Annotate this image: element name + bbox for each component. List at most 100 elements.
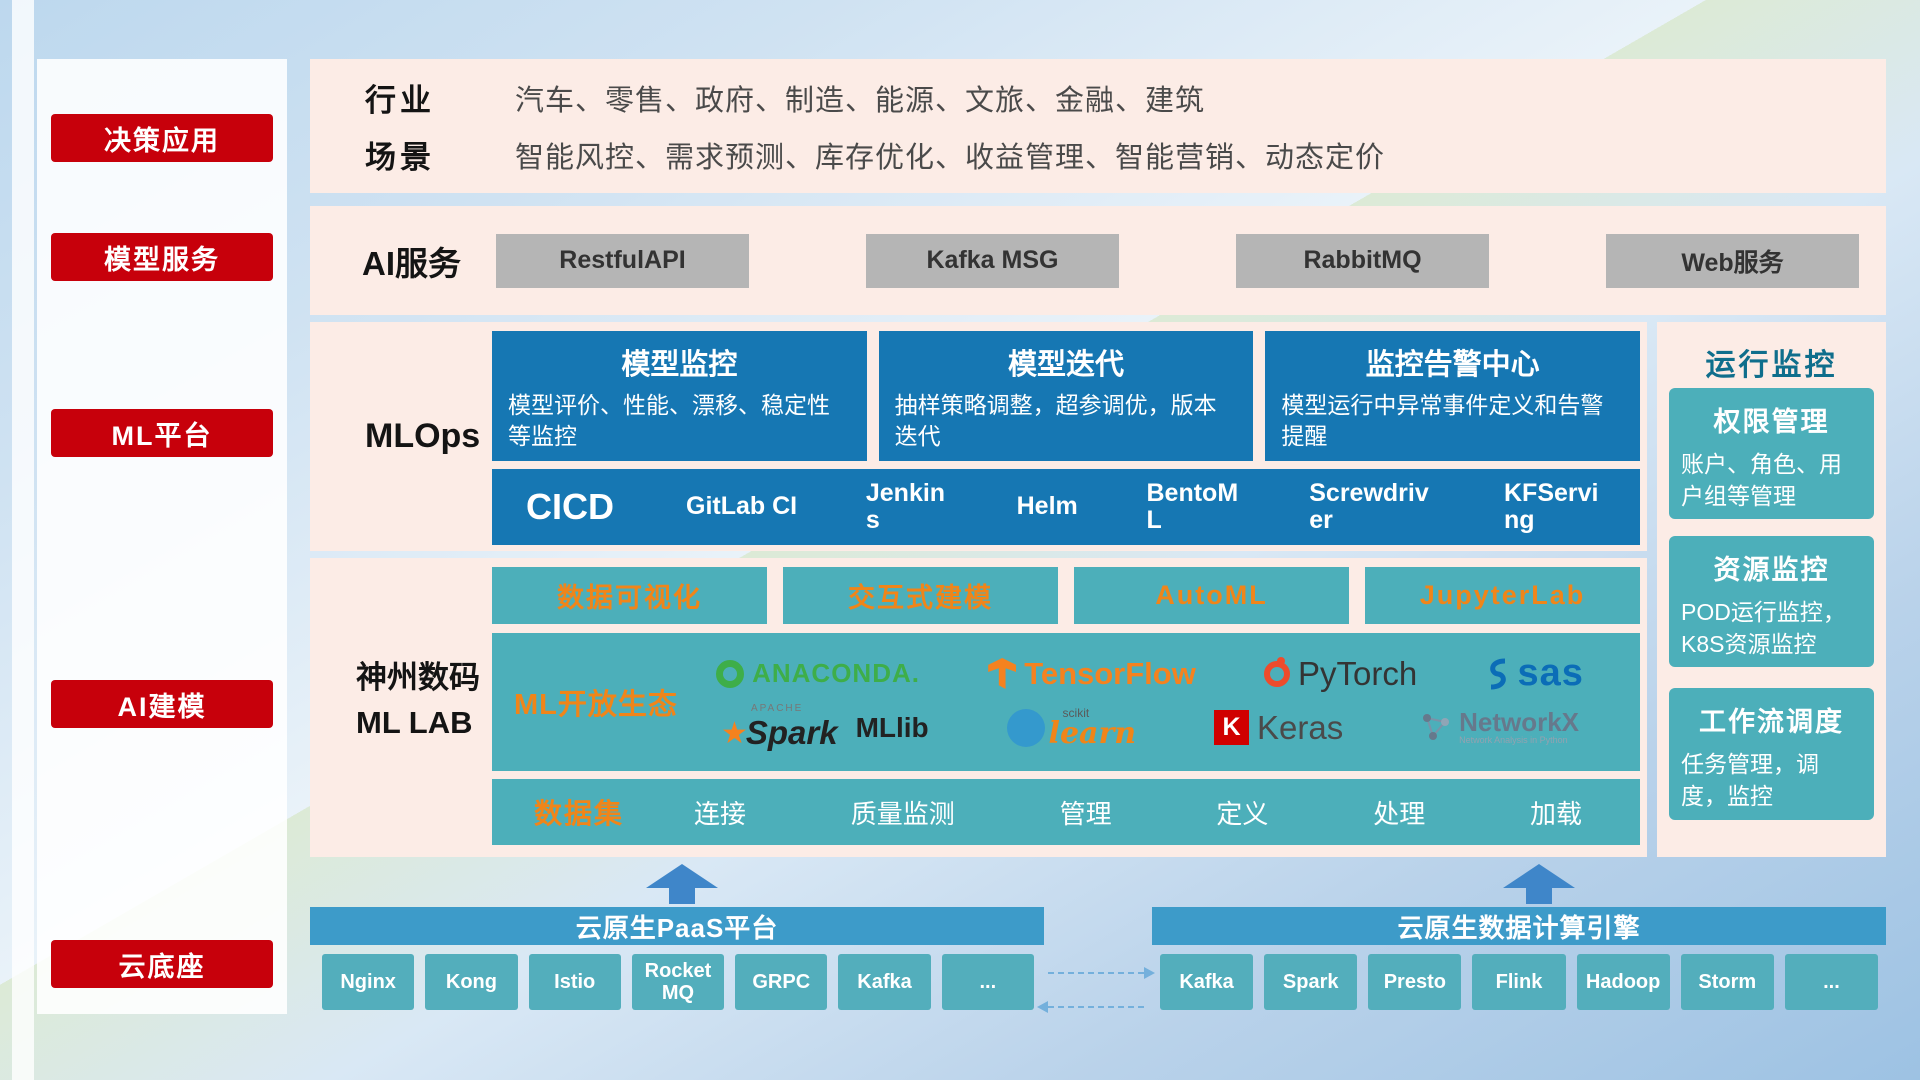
dataset-label: 数据集	[534, 798, 625, 829]
tool-data-visualization[interactable]: 数据可视化	[492, 567, 767, 624]
industry-scenario-panel: 行业 汽车、零售、政府、制造、能源、文旅、金融、建筑 场景 智能风控、需求预测、…	[310, 59, 1886, 193]
up-arrow-icon	[646, 864, 718, 904]
sidebar-item-ml-platform[interactable]: ML平台	[51, 409, 273, 457]
ecosystem-logos: ANACONDA. TensorFlow PyTorch sa	[682, 652, 1618, 752]
arrow-stem	[1526, 888, 1552, 904]
chip-storm[interactable]: Storm	[1680, 954, 1774, 1010]
chip-rocketmq[interactable]: RocketMQ	[631, 954, 725, 1010]
card-desc: 模型运行中异常事件定义和告警提醒	[1281, 392, 1604, 450]
chip-rabbitmq[interactable]: RabbitMQ	[1236, 233, 1489, 288]
dataset-bar: 数据集 连接 质量监测 管理 定义 处理 加载	[492, 779, 1640, 845]
card-title: 模型迭代	[1008, 349, 1125, 381]
chip-kong[interactable]: Kong	[425, 954, 518, 1010]
dataset-item-quality: 质量监测	[850, 798, 955, 829]
chip-spark[interactable]: Spark	[1264, 954, 1358, 1010]
sas-swirl-icon	[1490, 658, 1507, 689]
mlops-label: MLOps	[365, 417, 481, 455]
runtime-monitor-title: 运行监控	[1705, 349, 1838, 382]
spark-label: Spark	[745, 714, 838, 751]
anaconda-icon	[716, 659, 745, 688]
chip-kafka-msg[interactable]: Kafka MSG	[866, 233, 1119, 288]
tensorflow-icon	[988, 658, 1017, 689]
mlops-panel: MLOps 模型监控 模型评价、性能、漂移、稳定性等监控 模型迭代 抽样策略调整…	[310, 322, 1647, 551]
chip-kafka[interactable]: Kafka	[1160, 954, 1254, 1010]
mllab-label: 神州数码 ML LAB	[356, 656, 480, 746]
tool-jupyterlab[interactable]: JupyterLab	[1365, 567, 1640, 624]
tool-automl[interactable]: AutoML	[1074, 567, 1349, 624]
card-desc: 任务管理，调度，监控	[1681, 751, 1819, 810]
learn-label: learn	[1048, 715, 1137, 751]
spark-line: ★ Spark	[721, 714, 838, 752]
cicd-item-gitlab-ci: GitLab CI	[686, 492, 798, 521]
chip-grpc[interactable]: GRPC	[735, 954, 828, 1010]
pytorch-logo: PyTorch	[1264, 655, 1417, 693]
networkx-text: NetworkX Network Analysis in Python	[1459, 708, 1579, 746]
chip-web-service[interactable]: Web服务	[1606, 233, 1859, 288]
data-engine-header: 云原生数据计算引擎	[1152, 907, 1886, 945]
cicd-bar: CICD GitLab CI Jenkins Helm BentoML Scre…	[492, 469, 1640, 545]
cicd-item-bentoml: BentoML	[1146, 478, 1239, 534]
anaconda-logo: ANACONDA.	[716, 658, 920, 689]
keras-logo: K Keras	[1213, 709, 1343, 747]
anaconda-label: ANACONDA.	[752, 658, 920, 688]
mlops-cards: 模型监控 模型评价、性能、漂移、稳定性等监控 模型迭代 抽样策略调整，超参调优，…	[492, 331, 1641, 461]
dataset-item-load: 加载	[1529, 798, 1582, 829]
scikit-learn-text: scikit learn	[1049, 707, 1137, 749]
networkx-logo: NetworkX Network Analysis in Python	[1421, 708, 1579, 746]
mllab-panel: 神州数码 ML LAB 数据可视化 交互式建模 AutoML JupyterLa…	[310, 558, 1647, 857]
ecosystem-label: ML开放生态	[514, 689, 678, 721]
ai-service-chips: RestfulAPI Kafka MSG RabbitMQ Web服务	[496, 233, 1886, 288]
card-alert-center: 监控告警中心 模型运行中异常事件定义和告警提醒	[1265, 331, 1641, 461]
card-workflow-scheduling: 工作流调度 任务管理，调度，监控	[1669, 688, 1874, 820]
chip-restfulapi[interactable]: RestfulAPI	[496, 233, 749, 288]
card-title: 模型监控	[621, 349, 738, 381]
cicd-item-kfserving: KFServing	[1504, 478, 1599, 534]
dataset-items: 连接 质量监测 管理 定义 处理 加载	[694, 794, 1598, 831]
cicd-item-helm: Helm	[1016, 492, 1078, 521]
dataset-item-process: 处理	[1373, 798, 1426, 829]
scenario-label: 场景	[365, 140, 435, 175]
dashed-arrow-right-icon	[1048, 967, 1155, 979]
cicd-item-screwdriver: Screwdriver	[1309, 478, 1429, 534]
logo-row-1: ANACONDA. TensorFlow PyTorch sa	[682, 652, 1618, 695]
engine-chips: Kafka Spark Presto Flink Hadoop Storm ..…	[1160, 954, 1878, 1010]
chip-presto[interactable]: Presto	[1368, 954, 1462, 1010]
ml-ecosystem-box: ML开放生态 ANACONDA. TensorFlow PyTorch	[492, 633, 1640, 771]
mllab-label-line2: ML LAB	[356, 704, 473, 740]
sidebar-item-model-service[interactable]: 模型服务	[51, 233, 273, 281]
arrow-stem	[669, 888, 695, 904]
dataset-item-manage: 管理	[1059, 798, 1112, 829]
card-title: 工作流调度	[1699, 707, 1844, 737]
chip-hadoop[interactable]: Hadoop	[1576, 954, 1670, 1010]
industry-value: 汽车、零售、政府、制造、能源、文旅、金融、建筑	[515, 84, 1206, 117]
sas-logo: sas	[1485, 652, 1583, 695]
spark-star-icon: ★	[720, 716, 748, 750]
scenario-line: 场景 智能风控、需求预测、库存优化、收益管理、智能营销、动态定价	[310, 126, 1886, 183]
sidebar-item-cloud-base[interactable]: 云底座	[51, 940, 273, 988]
chip-kafka[interactable]: Kafka	[838, 954, 931, 1010]
layer-sidebar: 决策应用 模型服务 ML平台 AI建模 云底座	[37, 59, 287, 1014]
tensorflow-label: TensorFlow	[1024, 655, 1196, 691]
logo-row-2: APACHE ★ Spark MLlib scikit learn	[682, 703, 1618, 752]
card-title: 权限管理	[1713, 407, 1830, 437]
sidebar-item-decision-apps[interactable]: 决策应用	[51, 114, 273, 162]
paas-platform-header: 云原生PaaS平台	[310, 907, 1044, 945]
chip-nginx[interactable]: Nginx	[322, 954, 415, 1010]
chip-istio[interactable]: Istio	[528, 954, 621, 1010]
card-resource-monitoring: 资源监控 POD运行监控，K8S资源监控	[1669, 536, 1874, 667]
keras-icon: K	[1213, 710, 1249, 745]
chip-more[interactable]: ...	[941, 954, 1034, 1010]
networkx-icon	[1423, 714, 1450, 741]
paas-chips: Nginx Kong Istio RocketMQ GRPC Kafka ...	[322, 954, 1034, 1010]
spark-mllib-logo: APACHE ★ Spark MLlib	[721, 703, 929, 752]
tool-interactive-modeling[interactable]: 交互式建模	[783, 567, 1058, 624]
sidebar-item-ai-modeling[interactable]: AI建模	[51, 680, 273, 728]
pytorch-label: PyTorch	[1298, 654, 1418, 692]
card-desc: 账户、角色、用户组等管理	[1681, 451, 1842, 510]
chip-more[interactable]: ...	[1784, 954, 1878, 1010]
chip-flink[interactable]: Flink	[1472, 954, 1566, 1010]
dataset-item-connect: 连接	[694, 798, 747, 829]
networkx-subtitle: Network Analysis in Python	[1459, 735, 1568, 746]
card-desc: 抽样策略调整，超参调优，版本迭代	[894, 392, 1217, 450]
